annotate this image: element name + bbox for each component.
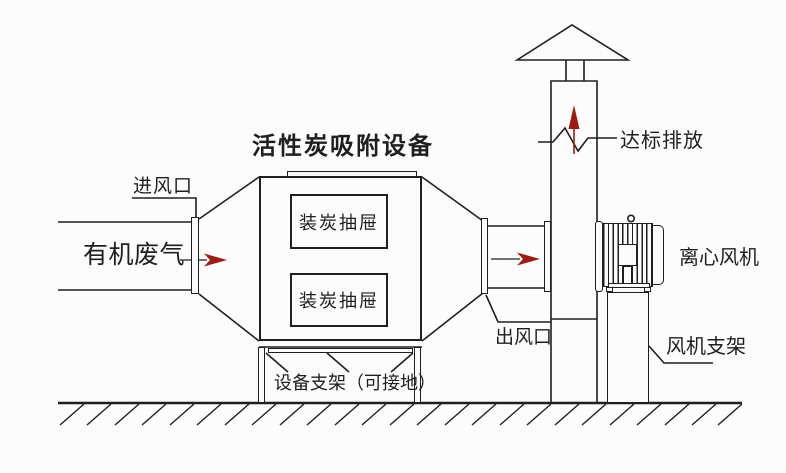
outlet-port-label: 出风口 <box>495 327 553 348</box>
pedestal-tab-left <box>606 287 613 292</box>
rain-cap <box>514 24 631 61</box>
inlet-flange <box>191 217 199 294</box>
fan-support-leader <box>648 345 713 364</box>
inlet-label-leader <box>132 197 197 217</box>
motor-end-cap <box>652 225 664 285</box>
waste-gas-label: 有机废气 <box>83 242 186 269</box>
inlet-duct-lines <box>58 221 191 291</box>
fan-pedestal <box>607 292 649 403</box>
support-plate <box>268 348 413 353</box>
inlet-port-label: 进风口 <box>133 176 194 197</box>
stack-flow-arrow-icon <box>568 105 580 129</box>
outlet-flow-arrow-icon <box>517 252 540 266</box>
outlet-label-leader <box>485 294 551 323</box>
carbon-drawer-top: 装炭抽屉 <box>290 194 388 249</box>
inlet-flow-arrow-icon <box>204 253 227 267</box>
centrifugal-fan-label: 离心风机 <box>679 247 759 269</box>
equipment-support-label: 设备支架（可接地） <box>274 373 436 393</box>
stack-inlet-flange <box>544 221 551 292</box>
fan-support-label: 风机支架 <box>666 336 746 358</box>
support-leg-left <box>258 347 265 403</box>
carbon-drawer-bottom: 装炭抽屉 <box>290 273 388 327</box>
cap-neck <box>565 60 585 81</box>
stack-break-leader <box>538 126 617 153</box>
emission-label: 达标排放 <box>620 130 704 152</box>
diagram-title: 活性炭吸附设备 <box>252 133 434 160</box>
pedestal-tab-right <box>644 287 651 292</box>
motor-base-plate <box>608 283 650 288</box>
support-braces <box>265 352 414 373</box>
motor-junction-box <box>618 244 637 266</box>
support-leg-right <box>414 347 421 403</box>
inlet-cone <box>198 176 260 342</box>
carbon-drawer-bottom-label: 装炭抽屉 <box>299 291 379 311</box>
motor-junction-stem <box>623 266 632 284</box>
outlet-flange <box>481 218 488 294</box>
outlet-duct-lines <box>488 225 544 289</box>
motor-eyebolt-icon <box>626 214 635 223</box>
outlet-cone <box>421 176 484 342</box>
carbon-drawer-top-label: 装炭抽屉 <box>299 212 379 233</box>
adsorber-top-lip <box>287 171 417 177</box>
ground-hatching <box>59 403 743 426</box>
